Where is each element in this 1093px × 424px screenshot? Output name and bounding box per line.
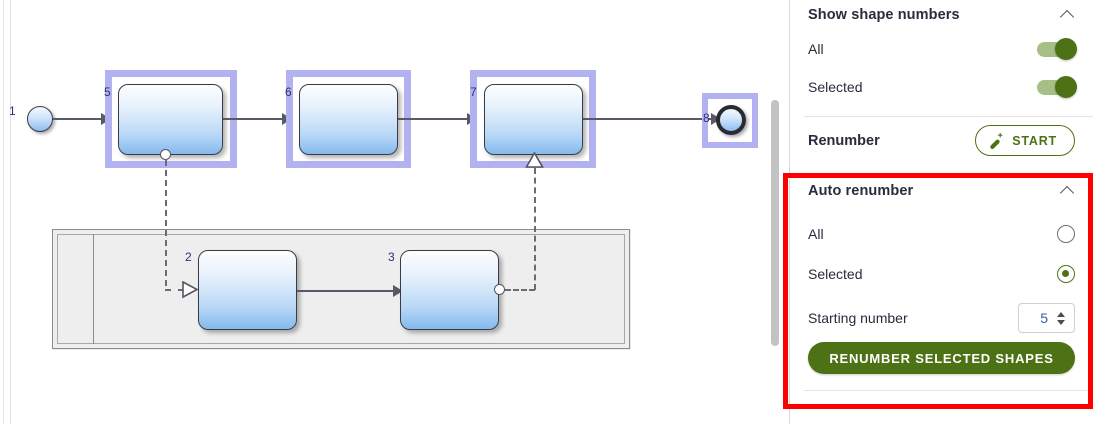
message-flow-source-dot-5 — [160, 149, 171, 160]
label-starting-number: Starting number — [808, 310, 908, 326]
section-title-show-shape-numbers: Show shape numbers — [808, 7, 960, 23]
row-auto-selected[interactable]: Selected — [790, 254, 1093, 294]
starting-number-input[interactable]: 5 — [1018, 303, 1075, 333]
radio-auto-selected[interactable] — [1057, 265, 1075, 283]
chevron-up-icon-show-shape-numbers[interactable] — [1061, 8, 1075, 22]
start-button-label: START — [1012, 133, 1057, 148]
start-renumber-button[interactable]: START — [975, 125, 1075, 156]
sequence-flow-2-to-3[interactable] — [297, 290, 397, 292]
renumber-selected-shapes-button[interactable]: RENUMBER SELECTED SHAPES — [808, 342, 1075, 374]
message-flow-arrow-to-2 — [182, 281, 199, 299]
toggle-show-all[interactable] — [1037, 37, 1077, 60]
panel-divider — [804, 116, 1093, 117]
message-flow-3-vertical[interactable] — [534, 168, 536, 290]
task-shape-7[interactable] — [484, 84, 583, 155]
sequence-flow-6-to-7[interactable] — [398, 118, 470, 120]
task-shape-5[interactable] — [118, 84, 223, 155]
row-show-selected[interactable]: Selected — [790, 68, 1093, 106]
shape-number-3: 3 — [388, 250, 395, 264]
arrowhead-to-3 — [393, 285, 403, 297]
diagram-canvas[interactable]: 1 5 6 7 8 2 — [0, 0, 789, 424]
label-show-selected: Selected — [808, 79, 863, 95]
task-shape-6[interactable] — [299, 84, 398, 155]
section-title-auto-renumber: Auto renumber — [808, 183, 914, 199]
properties-panel: Show shape numbers All Selected Renumber… — [789, 0, 1093, 424]
row-show-all[interactable]: All — [790, 30, 1093, 68]
label-auto-selected: Selected — [808, 266, 863, 282]
sequence-flow-7-to-end[interactable] — [583, 118, 715, 120]
panel-divider-bottom — [804, 390, 1093, 391]
canvas-guide-line-2 — [10, 0, 11, 424]
starting-number-value: 5 — [1040, 310, 1048, 326]
radio-auto-all[interactable] — [1057, 225, 1075, 243]
magic-wand-icon — [990, 132, 1003, 149]
start-event[interactable] — [27, 106, 53, 132]
section-header-show-shape-numbers[interactable]: Show shape numbers — [790, 0, 1093, 30]
message-flow-3-horizontal[interactable] — [505, 289, 535, 291]
shape-number-2: 2 — [185, 250, 192, 264]
shape-number-6: 6 — [285, 85, 292, 99]
shape-number-7: 7 — [470, 85, 477, 99]
shape-number-1: 1 — [9, 104, 16, 118]
sequence-flow-start-to-5[interactable] — [53, 118, 103, 120]
stepper-up-icon[interactable] — [1057, 311, 1065, 317]
stepper-down-icon[interactable] — [1057, 319, 1065, 325]
toggle-show-selected[interactable] — [1037, 75, 1077, 98]
row-renumber: Renumber START — [790, 117, 1093, 164]
chevron-up-icon-auto-renumber[interactable] — [1061, 184, 1075, 198]
section-header-auto-renumber[interactable]: Auto renumber — [790, 176, 1093, 206]
canvas-guide-line-1 — [3, 0, 4, 424]
pool-header-band — [57, 234, 94, 344]
row-starting-number: Starting number 5 — [790, 294, 1093, 342]
message-flow-source-dot-3 — [494, 284, 505, 295]
message-flow-5-horizontal[interactable] — [165, 289, 184, 291]
shape-number-5: 5 — [104, 85, 111, 99]
label-show-all: All — [808, 41, 824, 57]
task-shape-3[interactable] — [400, 250, 499, 330]
task-shape-2[interactable] — [198, 250, 297, 330]
pool-inner-border — [57, 234, 625, 344]
end-event[interactable] — [716, 105, 746, 135]
starting-number-stepper[interactable] — [1053, 311, 1074, 325]
sequence-flow-5-to-6[interactable] — [223, 118, 285, 120]
row-auto-all[interactable]: All — [790, 214, 1093, 254]
selection-highlight-8 — [702, 93, 758, 148]
message-flow-arrow-to-7 — [525, 152, 544, 168]
label-auto-all: All — [808, 226, 824, 242]
shape-number-8: 8 — [703, 111, 710, 125]
label-renumber: Renumber — [808, 132, 880, 149]
panel-vertical-scrollbar[interactable] — [771, 100, 779, 346]
message-flow-5-vertical[interactable] — [165, 160, 167, 286]
